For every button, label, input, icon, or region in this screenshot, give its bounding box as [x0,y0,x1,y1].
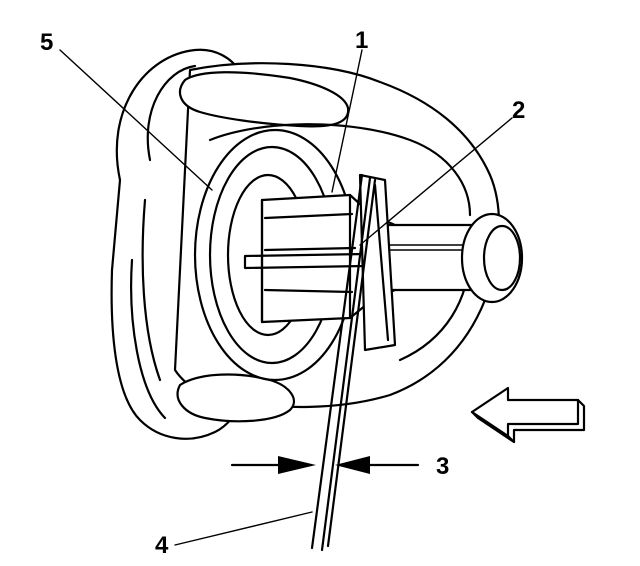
callout-3: 3 [436,453,449,480]
callout-labels: 1 2 3 4 5 [40,27,525,559]
callout-4: 4 [155,532,169,559]
feeler-gauge [310,173,377,552]
clearance-arrows [230,456,420,474]
left-arrow-icon [470,386,586,444]
callout-1: 1 [355,27,368,54]
armature-shaft [368,212,524,304]
pinion-stop-collar [358,173,397,352]
pinion-gear [243,193,397,324]
callout-5: 5 [40,29,53,56]
leader-lines [59,49,513,546]
callout-2: 2 [512,97,525,124]
